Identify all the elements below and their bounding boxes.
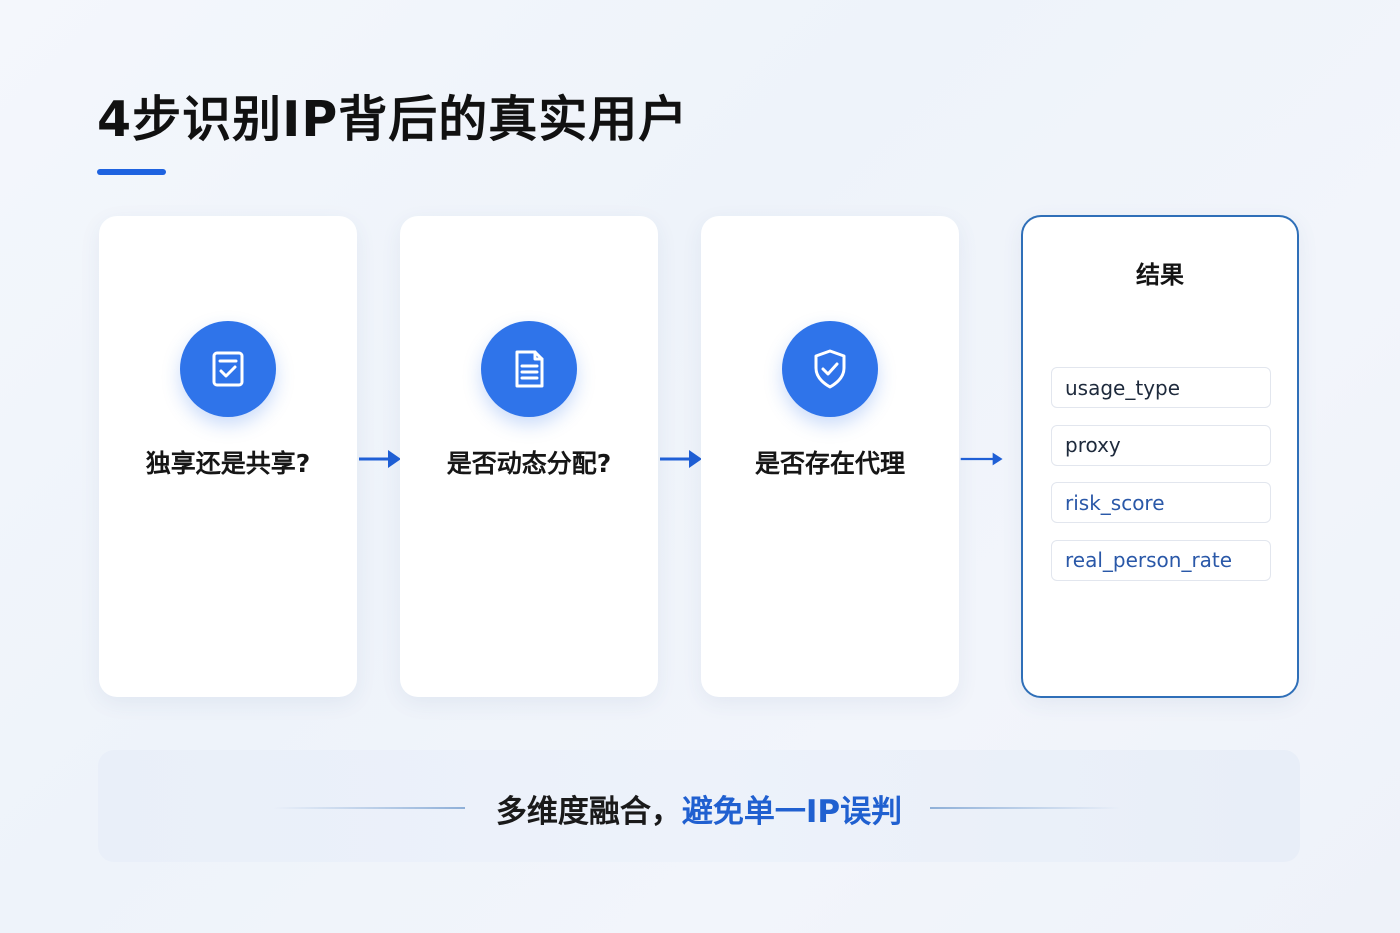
result-title: 结果 — [1136, 261, 1184, 289]
footer-divider-right — [930, 807, 1120, 809]
arrow-icon-1 — [359, 450, 401, 468]
footer-text-dark: 多维度融合， — [495, 794, 682, 830]
arrow-icon-2 — [660, 450, 702, 468]
title-underline — [97, 169, 166, 175]
result-field-proxy: proxy — [1051, 424, 1271, 466]
footer-text: 多维度融合，避免单一IP误判 — [98, 786, 1300, 831]
step-label-1: 独享还是共享? — [145, 449, 311, 478]
document-lines-icon — [481, 321, 577, 417]
step-label-2: 是否动态分配? — [446, 449, 612, 478]
step-card-2: 是否动态分配? — [400, 216, 658, 697]
result-card: 结果 usage_type proxy risk_score real_pers… — [1021, 215, 1299, 698]
result-field-real-person-rate: real_person_rate — [1051, 539, 1271, 581]
step-card-1: 独享还是共享? — [99, 216, 357, 697]
result-field-risk-score: risk_score — [1051, 482, 1271, 523]
result-field-usage-type: usage_type — [1051, 367, 1271, 408]
arrow-icon-3 — [960, 452, 1003, 466]
step-card-3: 是否存在代理 — [701, 216, 959, 697]
shield-check-icon — [782, 321, 878, 417]
result-field-list: usage_type proxy risk_score real_person_… — [1051, 367, 1271, 597]
footer-text-highlight: 避免单一IP误判 — [681, 794, 903, 830]
document-check-icon — [180, 321, 276, 417]
footer-banner: 多维度融合，避免单一IP误判 — [98, 750, 1300, 862]
footer-divider-left — [273, 807, 465, 809]
page-title: 4步识别IP背后的真实用户 — [97, 91, 689, 148]
step-label-3: 是否存在代理 — [754, 449, 905, 478]
